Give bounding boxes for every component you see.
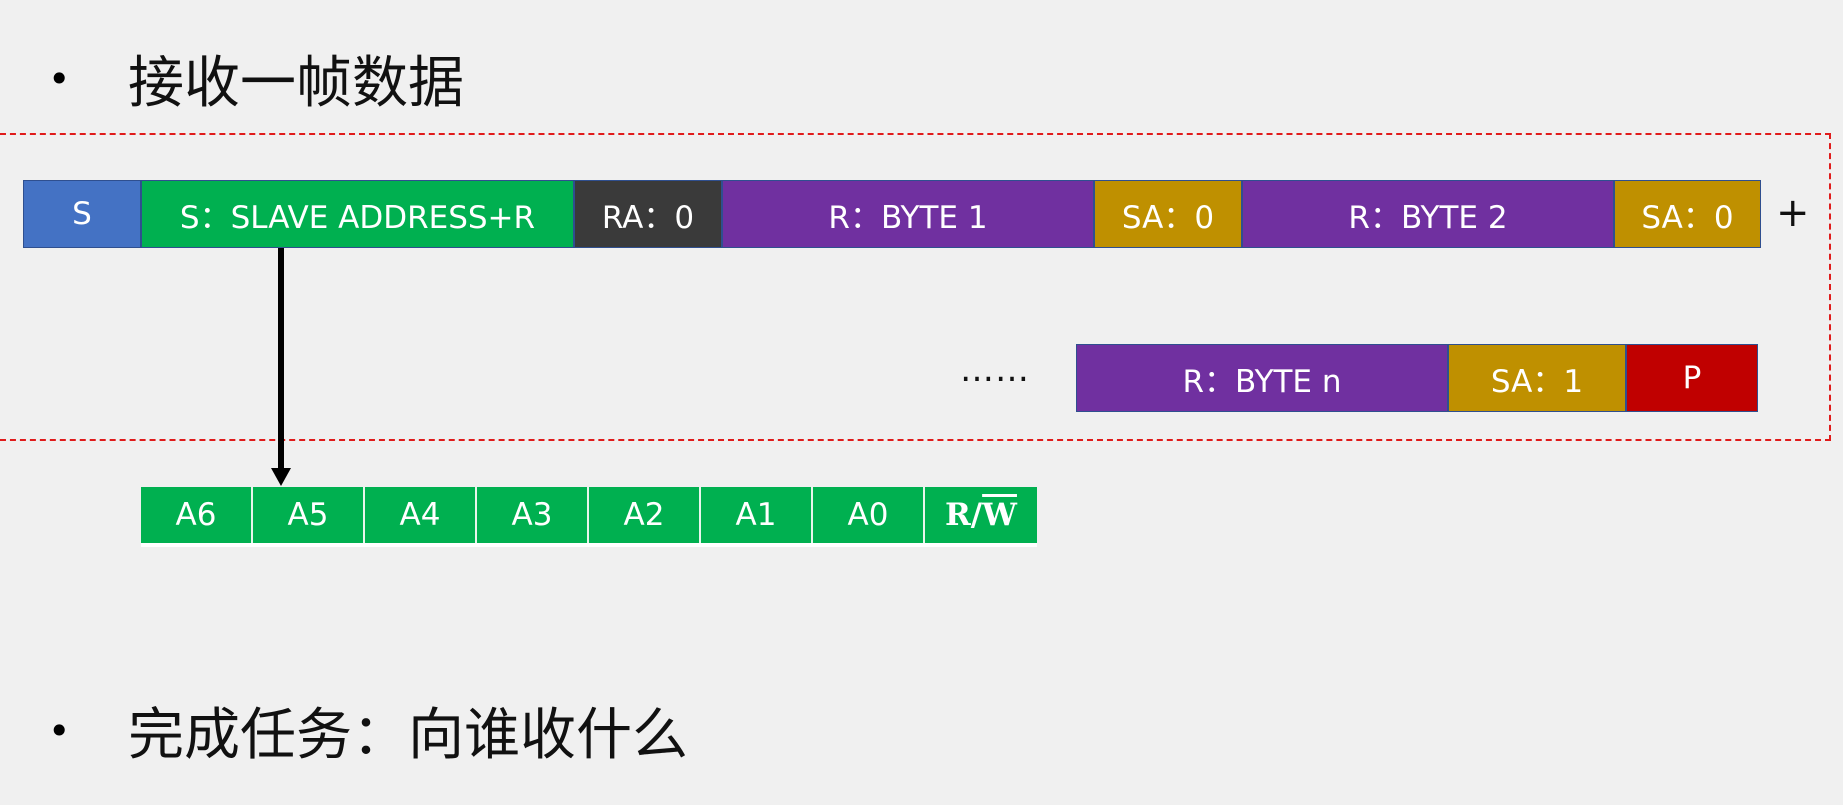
send-ack1-cell: SA：0 bbox=[1094, 180, 1242, 248]
frame-row-1: S S：SLAVE ADDRESS+R RA：0 R：BYTE 1 SA：0 R… bbox=[23, 180, 1761, 248]
send-nack-cell: SA：1 bbox=[1448, 344, 1626, 412]
address-bit-a6: A6 bbox=[141, 487, 253, 543]
slave-address-cell: S：SLAVE ADDRESS+R bbox=[141, 180, 574, 248]
start-bit-cell: S bbox=[23, 180, 141, 248]
address-bit-a4: A4 bbox=[365, 487, 477, 543]
read-write-w-label: W bbox=[982, 497, 1017, 533]
ellipsis: …… bbox=[960, 350, 1030, 390]
receive-ack-cell: RA：0 bbox=[574, 180, 722, 248]
bullet-marker: • bbox=[48, 56, 71, 101]
send-ack2-label: SA：0 bbox=[1641, 199, 1734, 236]
receive-ack-label: RA：0 bbox=[601, 199, 695, 236]
slave-address-label: S：SLAVE ADDRESS+R bbox=[179, 199, 536, 236]
section-title-receive-frame: 接收一帧数据 bbox=[128, 51, 464, 116]
read-write-r-label: R/ bbox=[945, 497, 983, 533]
address-bit-a0: A0 bbox=[813, 487, 925, 543]
send-ack2-cell: SA：0 bbox=[1614, 180, 1761, 248]
byte1-label: R：BYTE 1 bbox=[828, 199, 988, 236]
bullet-item-task: • 完成任务：向谁收什么 bbox=[48, 690, 688, 771]
frame-row-2: R：BYTE n SA：1 P bbox=[1076, 344, 1758, 412]
read-write-bit: R/W bbox=[925, 487, 1037, 543]
byte2-label: R：BYTE 2 bbox=[1348, 199, 1508, 236]
start-bit-label: S bbox=[72, 196, 92, 232]
send-ack1-label: SA：0 bbox=[1121, 199, 1215, 236]
arrow-head-icon bbox=[271, 468, 291, 486]
address-bits-row: A6 A5 A4 A3 A2 A1 A0 R/W bbox=[141, 487, 1037, 547]
continuation-plus: + bbox=[1776, 190, 1810, 236]
stop-bit-cell: P bbox=[1626, 344, 1758, 412]
byte1-cell: R：BYTE 1 bbox=[722, 180, 1094, 248]
section-title-task: 完成任务：向谁收什么 bbox=[128, 703, 688, 768]
stop-bit-label: P bbox=[1682, 360, 1702, 396]
address-bit-a5: A5 bbox=[253, 487, 365, 543]
send-nack-label: SA：1 bbox=[1490, 363, 1584, 400]
byte2-cell: R：BYTE 2 bbox=[1242, 180, 1614, 248]
arrow-shaft bbox=[278, 248, 284, 474]
bullet-item-receive-frame: • 接收一帧数据 bbox=[48, 38, 464, 119]
address-bit-a2: A2 bbox=[589, 487, 701, 543]
byte-n-label: R：BYTE n bbox=[1182, 363, 1342, 400]
byte-n-cell: R：BYTE n bbox=[1076, 344, 1448, 412]
frame-dashed-border bbox=[0, 133, 1831, 441]
address-bit-a3: A3 bbox=[477, 487, 589, 543]
bullet-marker: • bbox=[48, 708, 71, 753]
address-bit-a1: A1 bbox=[701, 487, 813, 543]
